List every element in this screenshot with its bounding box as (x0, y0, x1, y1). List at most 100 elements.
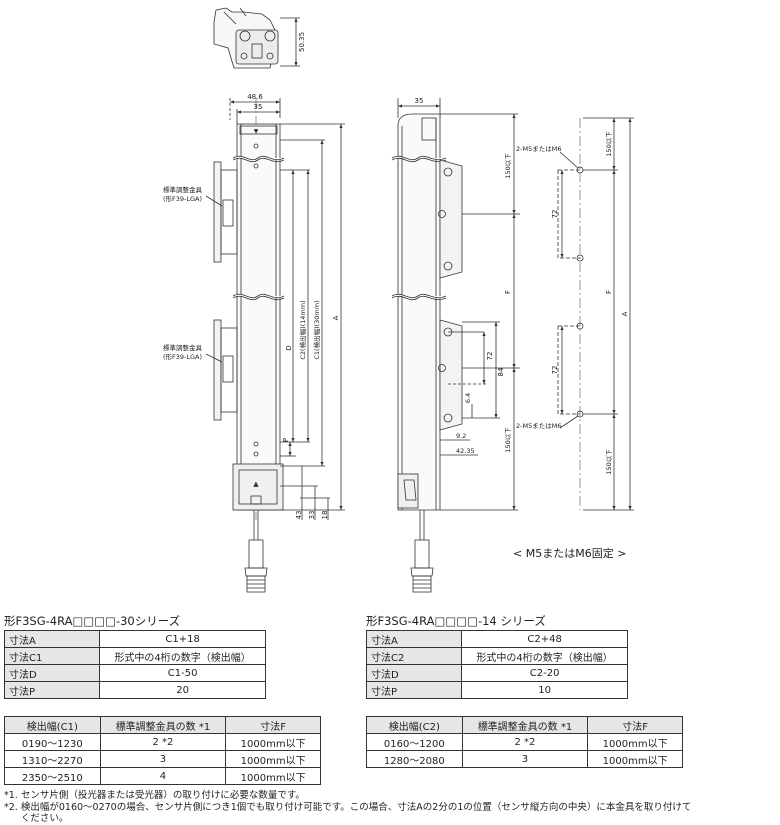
dim-key: 寸法P (365, 681, 463, 699)
dim-35-front: 35 (254, 103, 263, 111)
column-header: 寸法F (587, 716, 683, 734)
table-cell: 1280～2080 (366, 750, 463, 768)
dim-label-D: D (285, 345, 293, 350)
dim-key: 寸法C1 (3, 647, 101, 665)
footnote-2: *2. 検出幅が0160～0270の場合、センサ片側につき1個でも取り付け可能で… (4, 802, 691, 824)
dim-value: C1-50 (99, 664, 266, 682)
dim-key: 寸法C2 (365, 647, 463, 665)
dimension-drawing: ▼ ▲ (163, 7, 634, 593)
column-header: 検出幅(C1) (4, 716, 101, 734)
hole-150-bottom: 150以下 (605, 449, 613, 475)
mounting-hole-view (557, 117, 634, 511)
dim-value: 10 (461, 681, 628, 699)
dim-key: 寸法A (365, 630, 463, 648)
dim-value: C2-20 (461, 664, 628, 682)
bracket-callout-lower-1: 標準調整金具 (163, 343, 203, 352)
side-92: 9.2 (456, 432, 466, 440)
dim-label-C2: C2(検出幅)(14mm) (298, 300, 307, 359)
side-F: F (504, 290, 512, 294)
table-cell: 1310～2270 (4, 750, 101, 768)
footnote-text-line2: ください。 (20, 813, 69, 824)
table-row: 2350～2510 4 1000mm以下 (4, 767, 321, 785)
dim-key: 寸法D (365, 664, 463, 682)
hole-callout-bottom: 2-M5またはM6 (516, 422, 561, 430)
svg-text:▲: ▲ (253, 480, 259, 488)
table-row: 1310～2270 3 1000mm以下 (4, 750, 321, 768)
table-cell: 1000mm以下 (587, 733, 683, 751)
table-row: 0190～1230 2 *2 1000mm以下 (4, 733, 321, 751)
dim-value: 形式中の4桁の数字（検出幅） (461, 647, 628, 665)
side-64: 6.4 (464, 393, 472, 403)
dim-label-P: P (282, 438, 290, 442)
dim-43: 43 (295, 511, 303, 520)
footnote-text: 検出幅が0160～0270の場合、センサ片側につき1個でも取り付け可能です。この… (21, 802, 692, 824)
side-84: 84 (497, 367, 505, 376)
footnote-text-line1: 検出幅が0160～0270の場合、センサ片側につき1個でも取り付け可能です。この… (20, 802, 692, 813)
table-cell: 3 (99, 750, 227, 768)
right-series-title: 形F3SG-4RA□□□□-14 シリーズ (366, 614, 546, 628)
dim-label-A: A (332, 315, 340, 320)
footnote-mark: *2. (4, 802, 18, 813)
bracket-callout-lower-2: (形F39-LGA) (163, 353, 202, 361)
footnote-mark: *1. (4, 790, 18, 801)
dim-value: 20 (99, 681, 266, 699)
side-72: 72 (486, 352, 494, 361)
left-bracket-table: 検出幅(C1) 標準調整金具の数 *1 寸法F 0190～1230 2 *2 1… (4, 716, 321, 785)
table-cell: 4 (99, 767, 227, 785)
bracket-callout-upper-1: 標準調整金具 (163, 185, 203, 194)
dim-35-side: 35 (415, 97, 424, 105)
dim-33: 33 (308, 511, 316, 520)
column-header: 標準調整金具の数 *1 (99, 716, 227, 734)
front-view: ▼ ▲ (213, 98, 345, 593)
table-cell: 1000mm以下 (225, 767, 321, 785)
table-cell: 1000mm以下 (587, 750, 683, 768)
dim-value: C2+48 (461, 630, 628, 648)
left-series-title: 形F3SG-4RA□□□□-30シリーズ (4, 614, 181, 628)
table-cell: 2350～2510 (4, 767, 101, 785)
dim-18: 18 (321, 511, 329, 520)
hole-A: A (621, 311, 629, 316)
column-header: 寸法F (225, 716, 321, 734)
side-4235: 42.35 (456, 447, 475, 455)
table-cell: 0190～1230 (4, 733, 101, 751)
top-view (213, 7, 300, 69)
dim-key: 寸法P (3, 681, 101, 699)
table-cell: 2 *2 (461, 733, 589, 751)
table-cell: 0160～1200 (366, 733, 463, 751)
dim-top-5035: 50.35 (298, 32, 306, 52)
table-cell: 1000mm以下 (225, 733, 321, 751)
table-header-row: 検出幅(C2) 標準調整金具の数 *1 寸法F (366, 716, 683, 734)
table-row: 0160～1200 2 *2 1000mm以下 (366, 733, 683, 751)
right-bracket-table: 検出幅(C2) 標準調整金具の数 *1 寸法F 0160～1200 2 *2 1… (366, 716, 683, 768)
dim-label-C1: C1(検出幅)(30mm) (312, 300, 321, 359)
mount-caption: < M5またはM6固定 > (513, 546, 626, 560)
dim-key: 寸法A (3, 630, 101, 648)
hole-72-top: 72 (551, 210, 559, 219)
hole-72-bottom: 72 (551, 366, 559, 375)
side-150-bottom: 150以下 (504, 427, 512, 453)
table-cell: 2 *2 (99, 733, 227, 751)
dim-value: 形式中の4桁の数字（検出幅） (99, 647, 266, 665)
table-cell: 3 (461, 750, 589, 768)
table-row: 1280～2080 3 1000mm以下 (366, 750, 683, 768)
hole-150-top: 150以下 (605, 131, 613, 157)
svg-text:▼: ▼ (254, 128, 259, 135)
footnote-text: センサ片側（投光器または受光器）の取り付けに必要な数量です。 (20, 790, 305, 801)
column-header: 検出幅(C2) (366, 716, 463, 734)
hole-callout-top: 2-M5またはM6 (516, 145, 561, 153)
dim-key: 寸法D (3, 664, 101, 682)
bracket-callout-upper-2: (形F39-LGA) (163, 195, 202, 203)
column-header: 標準調整金具の数 *1 (461, 716, 589, 734)
table-header-row: 検出幅(C1) 標準調整金具の数 *1 寸法F (4, 716, 321, 734)
side-view (391, 98, 520, 593)
